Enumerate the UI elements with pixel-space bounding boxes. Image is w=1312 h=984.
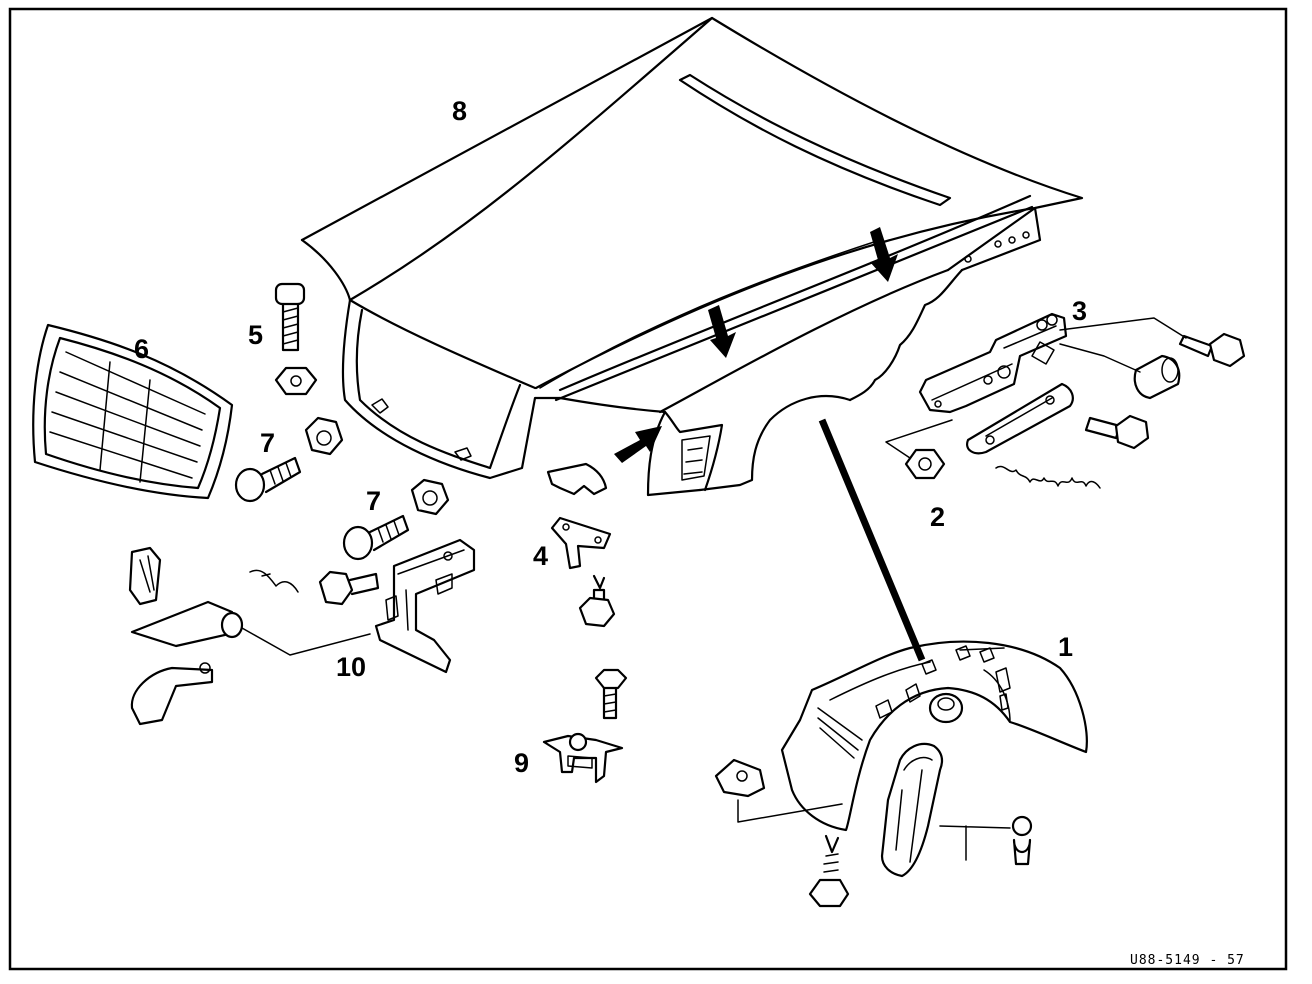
frame-border (8, 7, 1288, 971)
hood-lock-bolt (542, 668, 628, 784)
callout-4: 4 (533, 541, 548, 571)
callout-8: 8 (452, 96, 467, 126)
hood-latch-assembly (128, 538, 476, 726)
callout-6: 6 (134, 334, 149, 364)
callout-9: 9 (514, 748, 529, 778)
radiator-grille (32, 323, 234, 500)
callout-10: 10 (336, 652, 366, 682)
callout-5: 5 (248, 320, 263, 350)
wheel-housing-liner (714, 640, 1088, 908)
callout-7-upper: 7 (260, 428, 275, 458)
callout-1: 1 (1058, 632, 1073, 662)
bumper-bolt-lower (342, 478, 450, 561)
hood-hinge-assembly (885, 312, 1246, 489)
bumper-bolt-upper (234, 416, 344, 503)
bolt-with-nut (274, 282, 318, 396)
callout-2: 2 (930, 502, 945, 532)
mounting-bracket (546, 462, 616, 628)
fender-to-liner-leader (818, 418, 926, 662)
figure-code: U88-5149 - 57 (1130, 953, 1245, 968)
callout-7-lower: 7 (366, 486, 381, 516)
callout-3: 3 (1072, 296, 1087, 326)
hood-fender-assembly (300, 16, 1084, 497)
